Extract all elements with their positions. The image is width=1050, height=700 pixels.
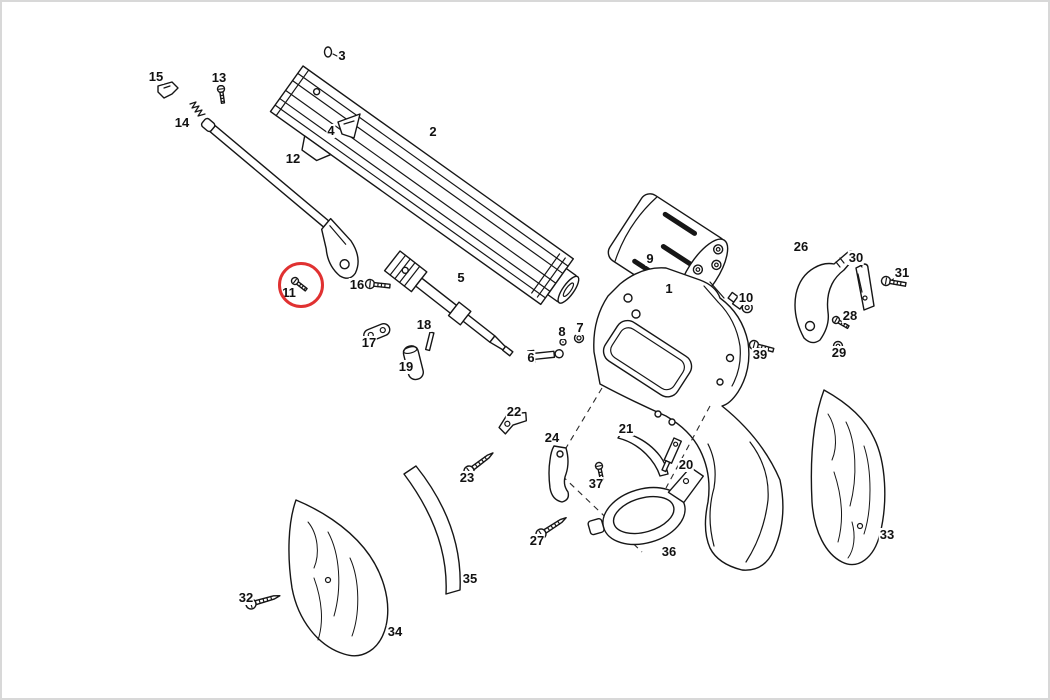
screw-16 <box>364 278 392 292</box>
bracket-22 <box>498 411 528 435</box>
nut-7 <box>573 332 585 344</box>
screw-28 <box>830 314 851 331</box>
screw-11 <box>289 275 310 294</box>
spring-14 <box>189 101 206 117</box>
washer <box>832 340 844 352</box>
ball-8 <box>559 338 567 346</box>
wedge <box>337 113 361 139</box>
plate-17 <box>363 322 391 343</box>
trigger <box>548 445 570 503</box>
barrel-pin <box>323 46 338 58</box>
spring-21 <box>617 431 669 477</box>
screw-13 <box>216 84 228 105</box>
pin-18 <box>424 331 435 352</box>
trigger-guard <box>587 466 705 546</box>
base-pin <box>383 250 514 357</box>
screw-37 <box>594 461 607 482</box>
sleeve-19 <box>402 345 424 381</box>
screw-32 <box>244 590 282 611</box>
screw-31 <box>880 275 908 290</box>
grip-left <box>288 499 389 657</box>
hammer <box>794 250 857 344</box>
strap-35 <box>403 465 461 595</box>
screw-39 <box>747 338 776 356</box>
grip-right <box>810 389 886 566</box>
hand <box>855 263 875 311</box>
loading-lever <box>200 117 359 279</box>
stud-6 <box>526 349 564 364</box>
frame <box>593 267 784 571</box>
bolt-20 <box>661 437 683 473</box>
screw-27 <box>533 512 570 542</box>
latch <box>157 81 179 99</box>
screw-23 <box>461 448 497 479</box>
